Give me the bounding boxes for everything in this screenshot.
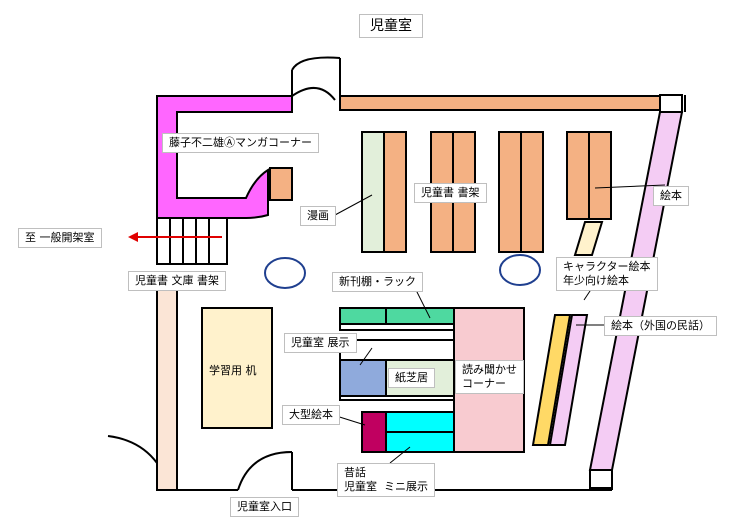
- label-entrance: 児童室入口: [230, 497, 299, 517]
- label-large-books: 大型絵本: [282, 405, 340, 425]
- pillar-right: [499, 254, 541, 286]
- bottom-right-post: [589, 469, 613, 489]
- manga-shelf: [361, 131, 407, 253]
- manga-corner-shelf: [156, 95, 293, 219]
- stairs: [156, 217, 228, 265]
- label-foreign-tales: 絵本（外国の民話）: [604, 316, 717, 336]
- arrow-to-general: [128, 232, 222, 242]
- label-picture-books: 絵本: [653, 186, 689, 206]
- character-books-shelf: [573, 221, 604, 256]
- west-door-swing: [107, 435, 158, 464]
- label-exhibit: 児童室 展示: [284, 333, 357, 353]
- label-to-general: 至 一般開架室: [18, 228, 102, 248]
- top-wall-shelf: [339, 95, 661, 111]
- pillar-left: [264, 257, 306, 289]
- foreign-tales-shelf: [548, 314, 589, 446]
- bookshelf-4: [566, 131, 612, 220]
- page-title: 児童室: [359, 14, 423, 38]
- label-character: キャラクター絵本 年少向け絵本: [556, 257, 658, 291]
- central-outline: [339, 339, 455, 453]
- label-old-tales: 昔話 児童室 ミニ展示: [337, 463, 435, 497]
- bookshelf-3: [498, 131, 544, 253]
- label-study-desk: 学習用 机: [209, 364, 257, 377]
- label-bookshelf: 児童書 書架: [414, 183, 487, 203]
- label-manga: 漫画: [300, 206, 336, 226]
- study-desk: [201, 307, 273, 429]
- label-reading: 読み聞かせ コーナー: [455, 360, 524, 394]
- top-right-post: [659, 94, 683, 113]
- label-new-arrivals: 新刊棚・ラック: [332, 272, 423, 292]
- label-bunko: 児童書 文庫 書架: [128, 271, 226, 291]
- manga-small-shelf: [269, 167, 293, 201]
- bunko-shelf: [156, 289, 178, 491]
- label-manga-corner: 藤子不二雄Ⓐマンガコーナー: [162, 133, 319, 153]
- label-kamishibai: 紙芝居: [388, 368, 435, 388]
- yellow-shelf: [531, 314, 572, 446]
